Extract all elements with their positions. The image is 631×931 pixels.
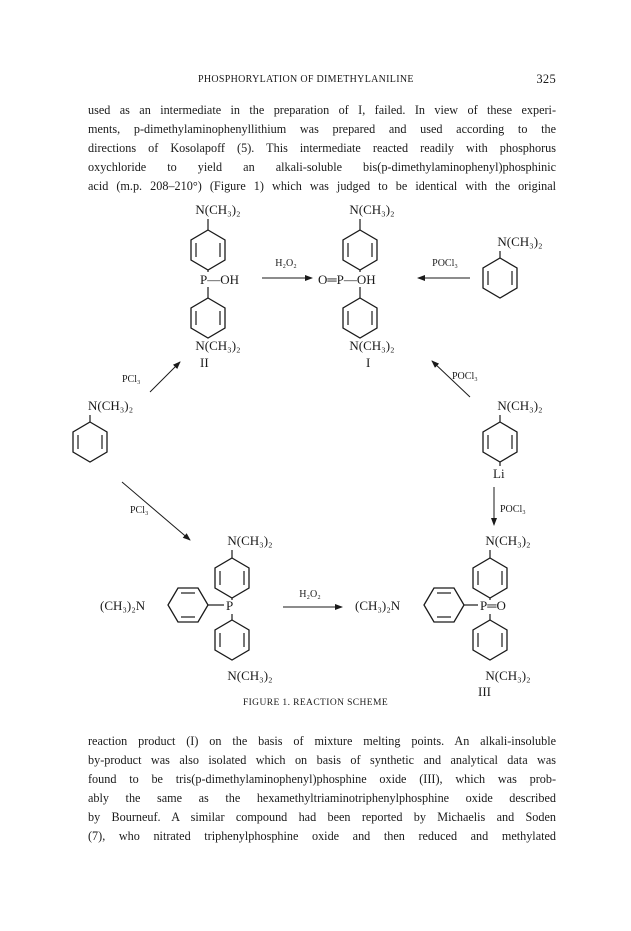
compound-III: N(CH₃)₂ (CH₃)₂N P═O N(CH₃)₂ III — [355, 533, 531, 699]
compound-label-I: I — [366, 355, 370, 370]
arrow-icon — [149, 361, 181, 393]
benzene-ring-icon — [167, 587, 209, 623]
benzene-ring-icon — [342, 229, 378, 271]
text-line: (7), who nitrated triphenylphosphine oxi… — [88, 829, 556, 843]
phosphinic-acid-group: O═P—OH — [318, 272, 376, 287]
text-line: acid (m.p. 208–210°) (Figure 1) which wa… — [88, 179, 556, 193]
me2n-label: (CH₃)₂N — [100, 598, 146, 613]
aryllithium: N(CH₃)₂ Li — [482, 398, 543, 481]
figure-caption: FIGURE 1. REACTION SCHEME — [242, 698, 389, 708]
benzene-ring-icon — [214, 619, 250, 661]
nme2-label: N(CH₃)₂ — [195, 202, 240, 217]
nme2-label: N(CH₃)₂ — [349, 202, 394, 217]
benzene-ring-icon — [423, 587, 465, 623]
running-title: PHOSPHORYLATION OF DIMETHYLANILINE — [198, 74, 414, 85]
reagent-pocl3: POCl₃ — [500, 504, 526, 515]
compound-I: N(CH₃)₂ O═P—OH N(CH₃)₂ I — [318, 202, 395, 370]
nme2-label: N(CH₃)₂ — [485, 533, 530, 548]
compound-II: N(CH₃)₂ P—OH N(CH₃)₂ II — [190, 202, 241, 370]
nme2-label: N(CH₃)₂ — [195, 338, 240, 353]
compound-label-II: II — [200, 355, 209, 370]
arrow-icon — [431, 360, 471, 398]
text-line: found to be tris(p-dimethylaminophenyl)p… — [88, 772, 556, 786]
nme2-label: N(CH₃)₂ — [88, 398, 133, 413]
nme2-label: N(CH₃)₂ — [227, 668, 272, 683]
benzene-ring-icon — [472, 557, 508, 599]
reagent-pcl3: PCl₃ — [130, 505, 149, 516]
text-line: ments, p-dimethylaminophenyllithium was … — [88, 122, 556, 136]
benzene-ring-icon — [482, 421, 518, 463]
paragraph-top: used as an intermediate in the preparati… — [88, 101, 556, 196]
phosphorus-label: P — [226, 598, 233, 613]
text-line: used as an intermediate in the preparati… — [88, 103, 556, 117]
phosphine-oxide-group: P═O — [480, 598, 506, 613]
triarylphosphine: N(CH₃)₂ (CH₃)₂N P N(CH₃)₂ — [100, 533, 273, 683]
text-line: directions of Kosolapoff (5). This inter… — [88, 141, 556, 155]
text-line: by-product was also isolated which on ba… — [88, 753, 556, 767]
nme2-label: N(CH₃)₂ — [227, 533, 272, 548]
lithium-label: Li — [493, 466, 505, 481]
reagent-pcl3: PCl₃ — [122, 374, 141, 385]
nme2-label: N(CH₃)₂ — [485, 668, 530, 683]
reagent-h2o2: H₂O₂ — [275, 258, 296, 269]
nme2-label: N(CH₃)₂ — [497, 234, 542, 249]
compound-label-III: III — [478, 684, 491, 699]
benzene-ring-icon — [342, 297, 378, 339]
reagent-pocl3: POCl₃ — [452, 371, 478, 382]
benzene-ring-icon — [190, 229, 226, 271]
benzene-ring-icon — [472, 619, 508, 661]
reagent-pocl3: POCl₃ — [432, 258, 458, 269]
reagent-h2o2: H₂O₂ — [299, 589, 320, 600]
text-line: by Bourneuf. A similar compound had been… — [88, 810, 556, 824]
dimethylaniline-right: N(CH₃)₂ — [482, 234, 543, 299]
text-line: reaction product (I) on the basis of mix… — [88, 734, 556, 748]
paragraph-bottom: reaction product (I) on the basis of mix… — [88, 732, 556, 846]
me2n-label: (CH₃)₂N — [355, 598, 401, 613]
benzene-ring-icon — [482, 257, 518, 299]
benzene-ring-icon — [190, 297, 226, 339]
phosphinic-group: P—OH — [200, 272, 239, 287]
text-line: oxychloride to yield an alkali-soluble b… — [88, 160, 556, 174]
nme2-label: N(CH₃)₂ — [497, 398, 542, 413]
nme2-label: N(CH₃)₂ — [349, 338, 394, 353]
benzene-ring-icon — [214, 557, 250, 599]
arrow-icon — [121, 481, 191, 541]
benzene-ring-icon — [72, 421, 108, 463]
dimethylaniline-left: N(CH₃)₂ — [72, 398, 133, 463]
text-line: ably the same as the hexamethyltriaminot… — [88, 791, 556, 805]
page-number: 325 — [536, 72, 556, 86]
